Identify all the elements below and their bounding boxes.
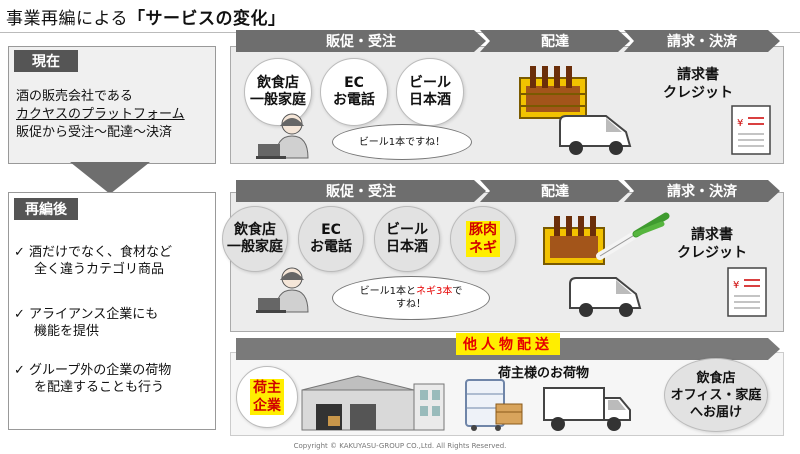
green-onion-icon: [596, 212, 670, 260]
current-line-2: カクヤスのプラットフォーム: [16, 107, 185, 122]
invoice-icon-2: ¥: [727, 267, 767, 317]
beer-crate-icon: [519, 66, 587, 119]
reorg-bullet-1: ✓ 酒だけでなく、食材など 全く違うカテゴリ商品: [14, 245, 173, 277]
speech-bubble-top: ビール1本ですね！: [332, 124, 472, 160]
truck-icon: [543, 387, 631, 431]
cargo-cart-icon: [465, 379, 523, 431]
product-circle: ビール日本酒: [396, 58, 464, 126]
reorg-bullet-2: ✓ アライアンス企業にも 機能を提供: [14, 307, 159, 339]
title-prefix: 事業再編による: [6, 9, 128, 29]
customer-circle: 飲食店一般家庭: [244, 58, 312, 126]
page-title: 事業再編による「サービスの変化」: [6, 4, 286, 29]
cargo-label: 荷主様のお荷物: [498, 366, 590, 381]
reorg-panel: [8, 192, 216, 430]
beer-crate-icon-2: [543, 216, 605, 265]
stage-sales-arrow-2: 販促・受注: [236, 180, 486, 202]
current-line-3: 販促から受注～配達～決済: [16, 125, 173, 140]
transition-arrow: [70, 162, 150, 194]
current-description: 酒の販売会社である カクヤスのプラットフォーム 販促から受注～配達～決済: [16, 88, 212, 142]
current-tag: 現在: [14, 50, 78, 72]
operator-icon: [256, 113, 309, 159]
copyright-text: Copyright © KAKUYASU-GROUP CO.,Ltd. All …: [293, 442, 507, 450]
stage-billing-arrow-2: 請求・決済: [624, 180, 780, 202]
billing-text-top: 請求書クレジット: [663, 67, 733, 101]
title-emphasis: 「サービスの変化」: [128, 9, 286, 29]
invoice-icon: ¥: [731, 105, 771, 155]
food-circle: 豚肉ネギ: [450, 206, 516, 272]
current-line-1: 酒の販売会社である: [16, 89, 133, 104]
svg-text:¥: ¥: [733, 280, 739, 291]
reorg-tag: 再編後: [14, 198, 78, 220]
delivery-van-icon-2: [569, 277, 642, 317]
reorg-bullet-3: ✓ グループ外の企業の荷物 を配達することも行う: [14, 363, 172, 395]
speech-bubble-mid: ビール1本とネギ3本ですね！: [332, 276, 490, 320]
other-delivery-label: 他人物配送: [456, 333, 560, 355]
check-icon: ✓: [14, 363, 25, 378]
billing-text-mid: 請求書クレジット: [677, 227, 747, 261]
destination-circle: 飲食店 オフィス・家庭 へお届け: [664, 358, 768, 432]
customer-circle-2: 飲食店一般家庭: [222, 206, 288, 272]
operator-icon-2: [256, 267, 309, 313]
product-circle-2: ビール日本酒: [374, 206, 440, 272]
warehouse-icon: [301, 375, 445, 431]
stage-sales-arrow: 販促・受注: [236, 30, 486, 52]
stage-billing-arrow: 請求・決済: [624, 30, 780, 52]
shipper-circle: 荷主企業: [236, 366, 298, 428]
stage-delivery-arrow: 配達: [480, 30, 630, 52]
stage-delivery-arrow-2: 配達: [480, 180, 630, 202]
svg-text:¥: ¥: [737, 118, 743, 129]
check-icon: ✓: [14, 245, 25, 260]
check-icon: ✓: [14, 307, 25, 322]
delivery-van-icon: [559, 115, 632, 155]
